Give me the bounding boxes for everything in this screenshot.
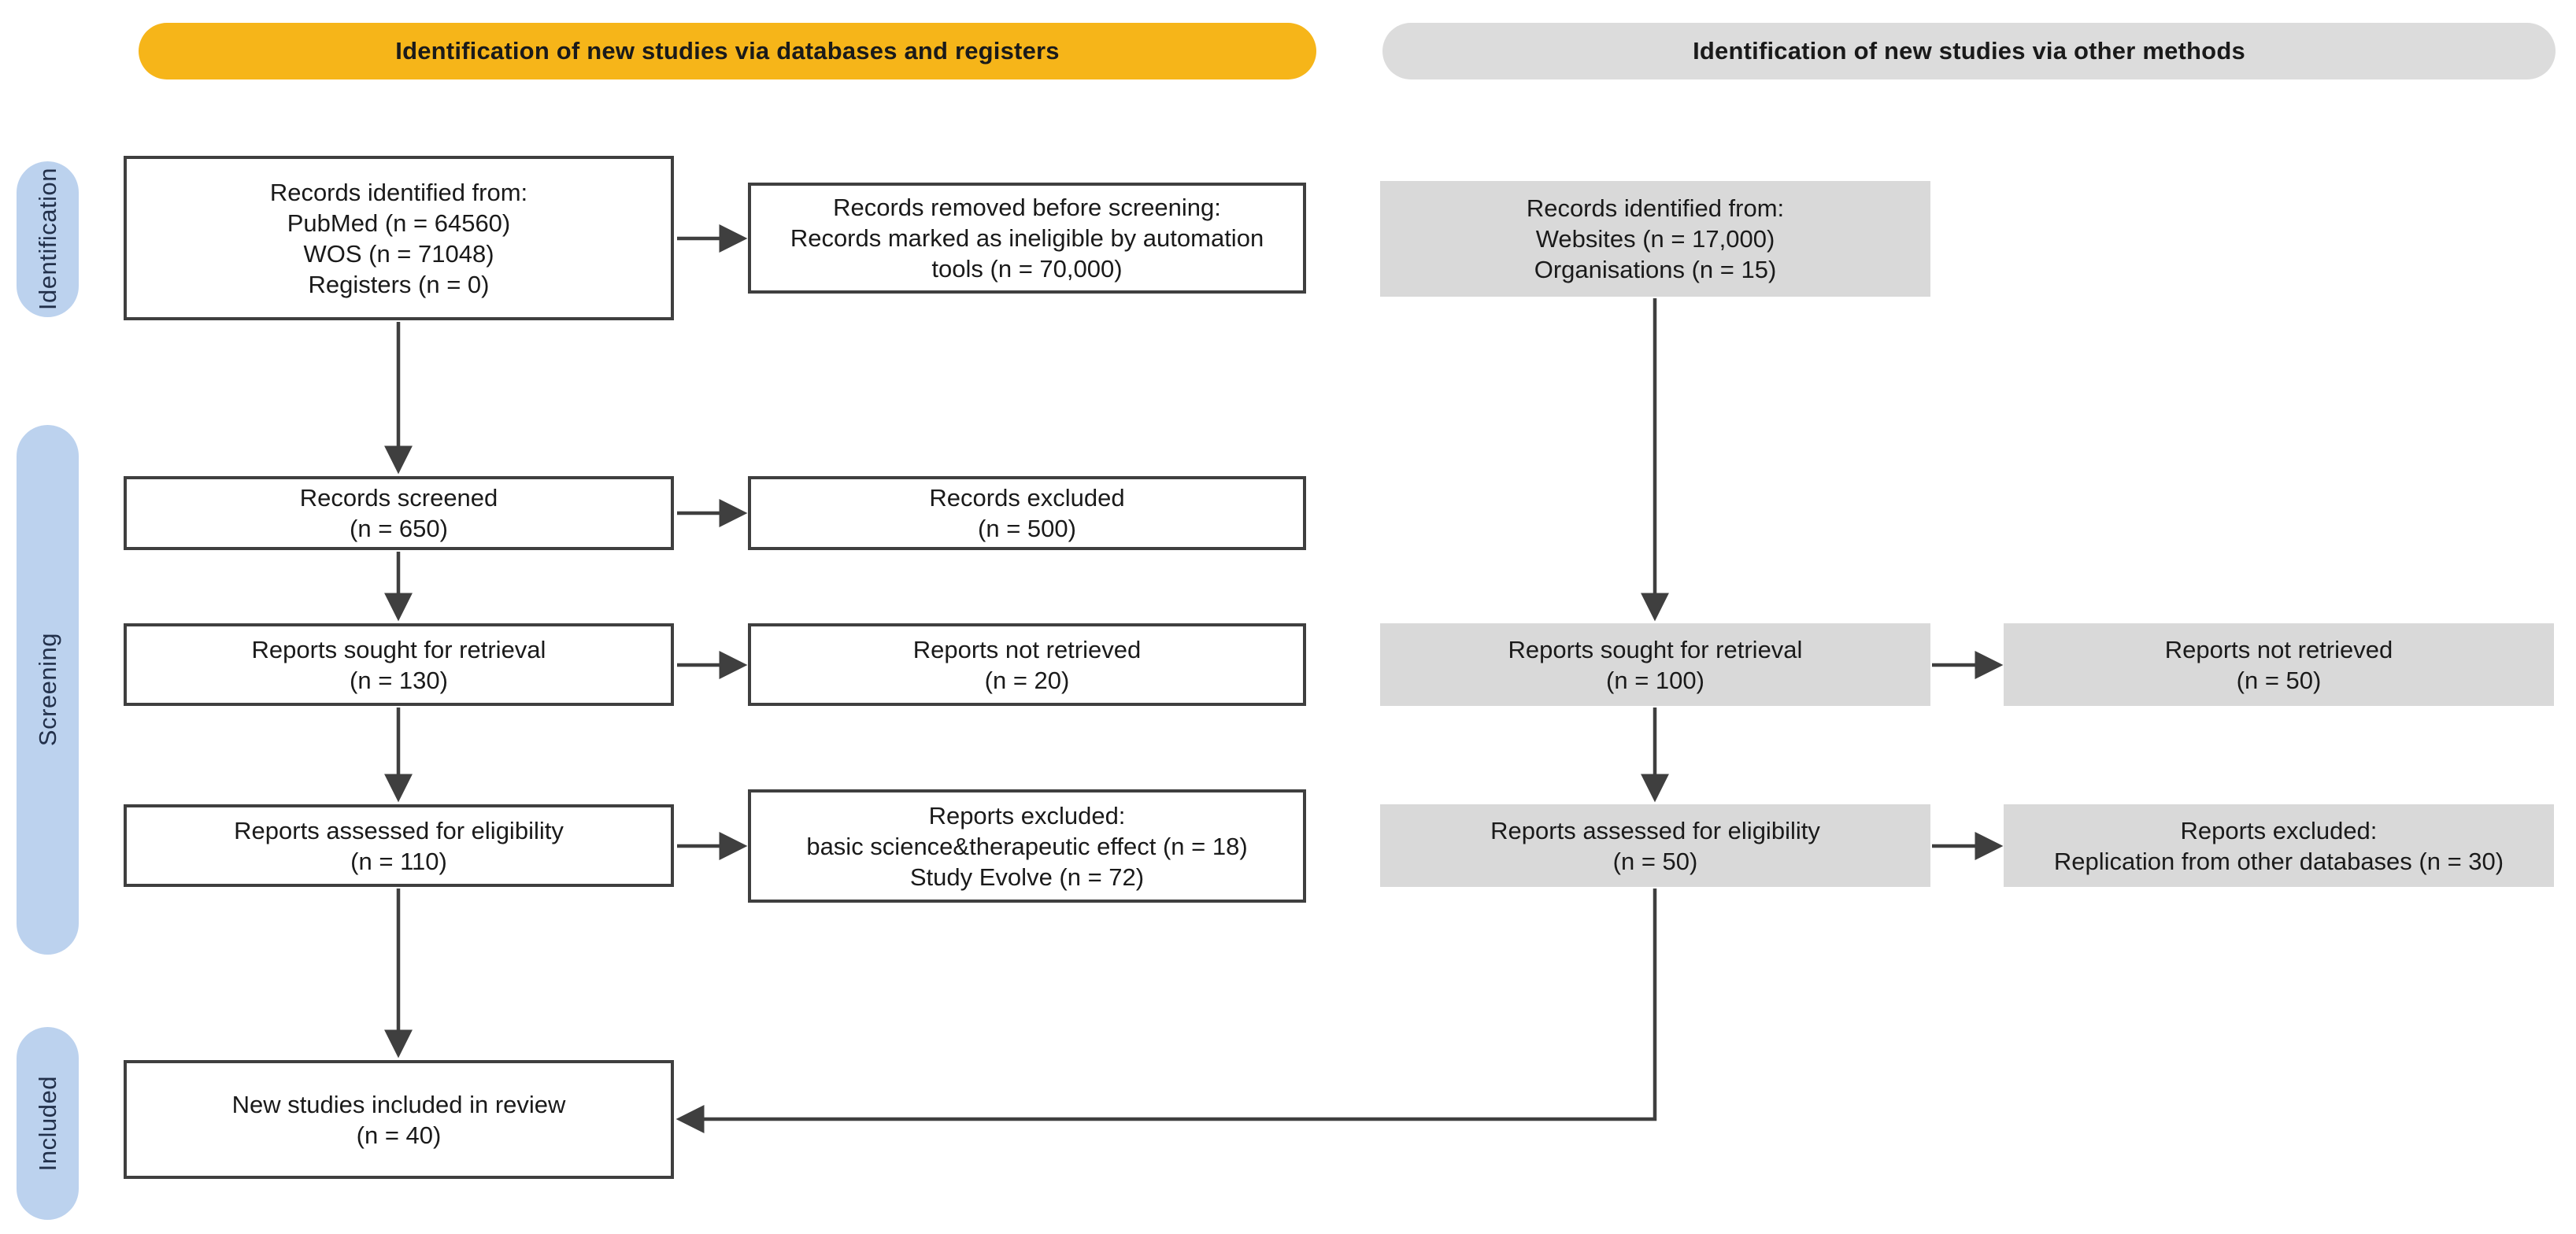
stage-label-included-text: Included bbox=[33, 1075, 61, 1172]
banner-other-methods: Identification of new studies via other … bbox=[1382, 23, 2556, 79]
banner-databases-registers: Identification of new studies via databa… bbox=[139, 23, 1316, 79]
stage-label-identification-text: Identification bbox=[33, 168, 61, 311]
records-excluded-box: Records excluded (n = 500) bbox=[748, 476, 1306, 550]
records-removed-box: Records removed before screening: Record… bbox=[748, 183, 1306, 294]
records-screened-box: Records screened (n = 650) bbox=[124, 476, 674, 550]
stage-label-identification: Identification bbox=[17, 161, 79, 317]
reports-sought-databases-box: Reports sought for retrieval (n = 130) bbox=[124, 623, 674, 706]
reports-sought-other-box: Reports sought for retrieval (n = 100) bbox=[1380, 623, 1930, 706]
stage-label-included: Included bbox=[17, 1027, 79, 1220]
reports-excluded-other-box: Reports excluded: Replication from other… bbox=[2004, 804, 2554, 887]
reports-not-retrieved-databases-box: Reports not retrieved (n = 20) bbox=[748, 623, 1306, 706]
records-identified-databases-box: Records identified from: PubMed (n = 645… bbox=[124, 156, 674, 320]
reports-not-retrieved-other-box: Reports not retrieved (n = 50) bbox=[2004, 623, 2554, 706]
new-studies-included-box: New studies included in review (n = 40) bbox=[124, 1060, 674, 1179]
reports-assessed-other-box: Reports assessed for eligibility (n = 50… bbox=[1380, 804, 1930, 887]
reports-excluded-databases-box: Reports excluded: basic science&therapeu… bbox=[748, 789, 1306, 903]
records-identified-other-box: Records identified from: Websites (n = 1… bbox=[1380, 181, 1930, 297]
stage-label-screening: Screening bbox=[17, 425, 79, 955]
stage-label-screening-text: Screening bbox=[33, 633, 61, 747]
reports-assessed-databases-box: Reports assessed for eligibility (n = 11… bbox=[124, 804, 674, 887]
